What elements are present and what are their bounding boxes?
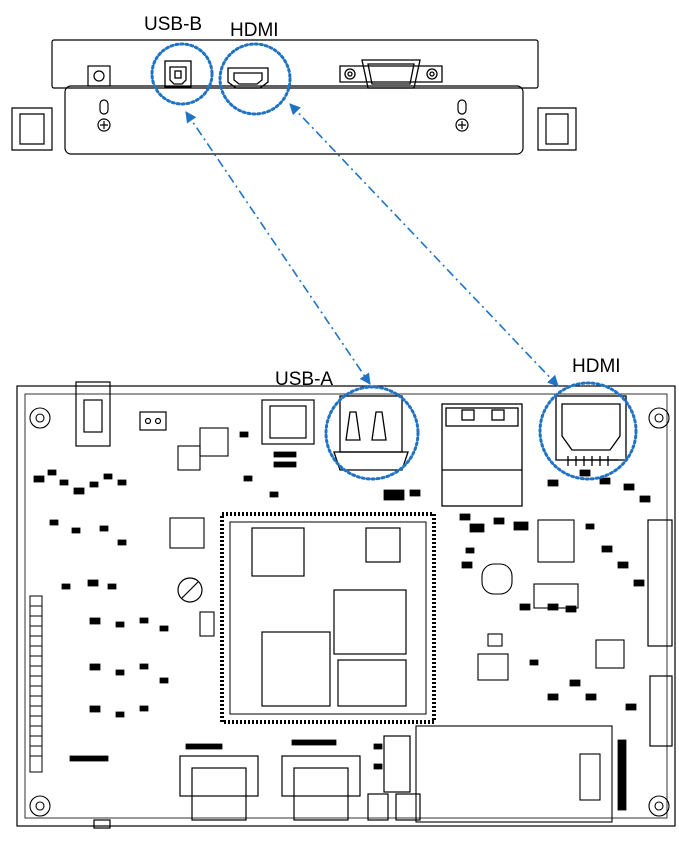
dc-jack-icon [87, 65, 111, 87]
flex-connectors [93, 519, 673, 829]
hdmi-bottom-callout-circle [538, 381, 638, 481]
mounting-holes [29, 407, 670, 817]
usb-a-callout-circle [324, 385, 420, 481]
usb-connection-arrow [185, 111, 371, 385]
smd-components [33, 431, 651, 811]
usb-a-port-icon [333, 395, 409, 471]
hdmi-bottom-label: HDMI [572, 356, 621, 377]
device-enclosure [11, 39, 577, 155]
usb-b-label: USB-B [144, 14, 203, 35]
hdmi-top-label: HDMI [230, 20, 279, 41]
hdmi-connection-arrow [289, 103, 559, 387]
ethernet-port-icon [441, 403, 523, 507]
som-module [220, 512, 436, 724]
usb-b-port-icon [164, 60, 192, 88]
callout-circles [150, 42, 638, 481]
usb-b-callout-circle [150, 42, 214, 106]
vga-port-icon [339, 59, 443, 89]
hdmi-top-callout-circle [218, 42, 292, 116]
hdmi-port-icon [227, 67, 269, 89]
chips [169, 427, 625, 823]
hdmi-board-port-icon [555, 395, 627, 466]
pin-header [29, 595, 43, 773]
potentiometer-icon [177, 577, 203, 603]
screw-right-icon [455, 99, 469, 132]
connector-arrows [185, 103, 559, 387]
screw-left-icon [97, 99, 111, 132]
board-top-connectors [75, 381, 315, 447]
